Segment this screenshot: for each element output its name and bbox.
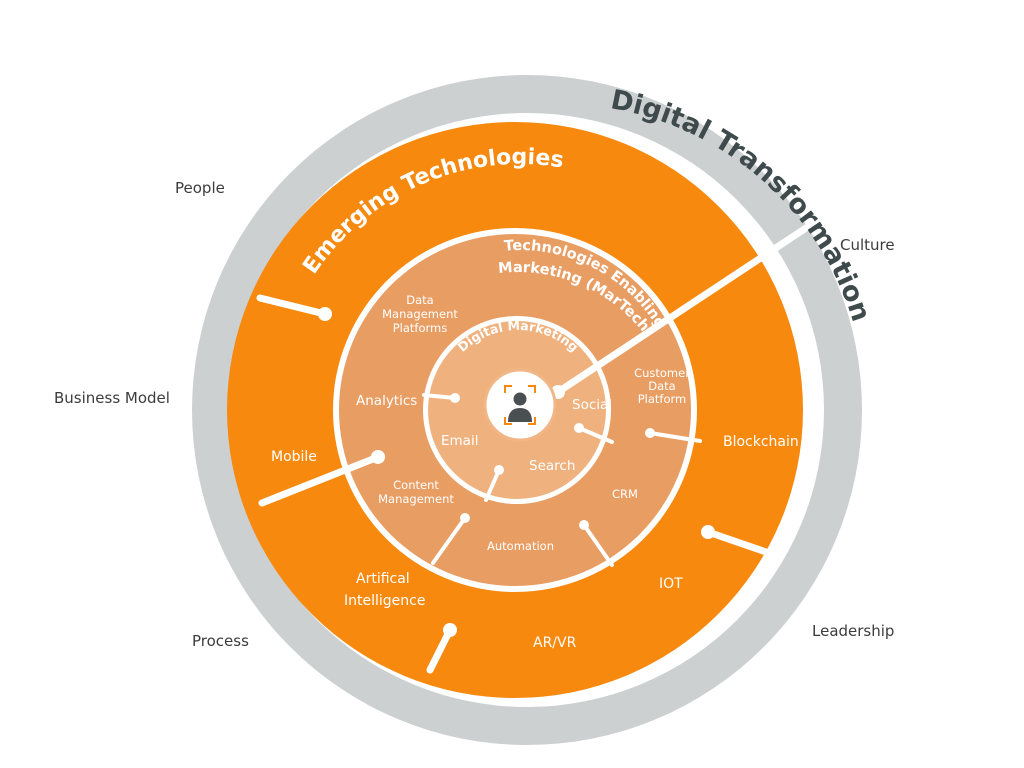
label-leadership: Leadership [812,622,894,640]
label-blockchain: Blockchain [723,434,799,450]
label-analytics: Analytics [356,393,417,409]
label-people: People [175,179,225,197]
connector-dots [318,307,715,637]
label-search: Search [529,458,575,474]
divider-lines [256,224,810,674]
label-iot: IOT [659,576,683,592]
label-dmp-line3: Platforms [393,321,448,335]
label-cm-line1: Content [393,478,439,492]
label-arvr: AR/VR [533,635,577,651]
inner-connector-lines [422,393,702,567]
label-crm: CRM [612,487,638,501]
label-cdp-line1: Customer [634,366,690,380]
label-process: Process [192,632,249,650]
label-ai-line1: Artifical [356,571,410,587]
label-email: Email [441,433,478,449]
label-dmp-line2: Management [382,307,458,321]
label-culture: Culture [840,236,895,254]
label-cm-line2: Management [378,492,454,506]
label-cdp-line3: Platform [638,392,687,406]
center-badge [483,368,557,442]
person-icon [504,385,536,425]
label-social: Social [572,397,612,413]
label-dmp-line1: Data [406,293,433,307]
label-ai-line2: Intelligence [344,593,425,609]
label-cdp-line2: Data [648,379,675,393]
label-mobile: Mobile [271,449,317,465]
label-automation: Automation [487,539,554,553]
label-business-model: Business Model [54,389,170,407]
